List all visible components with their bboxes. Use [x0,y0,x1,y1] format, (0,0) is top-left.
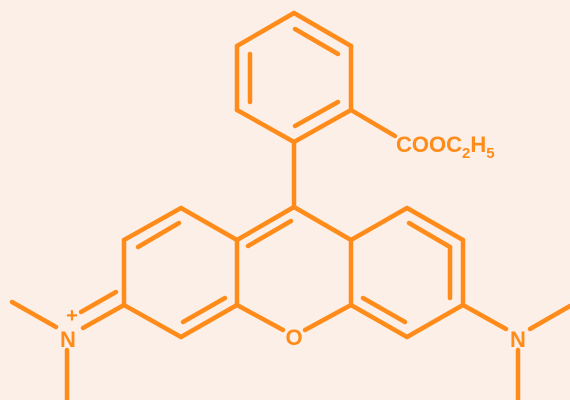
left-nitrogen-label: N [60,327,76,352]
right-amine-group [460,302,570,400]
ring-oxygen-label: O [285,325,302,350]
central-ring [234,204,354,333]
ester-bond [348,107,398,139]
right-nitrogen-label: N [510,327,526,352]
positive-charge-label: + [66,305,78,327]
left-ring [121,205,240,340]
benzene-ring [234,10,354,145]
ester-label: COOC2H5 [396,132,495,162]
left-amine-group [9,289,127,400]
right-ring [348,205,466,340]
